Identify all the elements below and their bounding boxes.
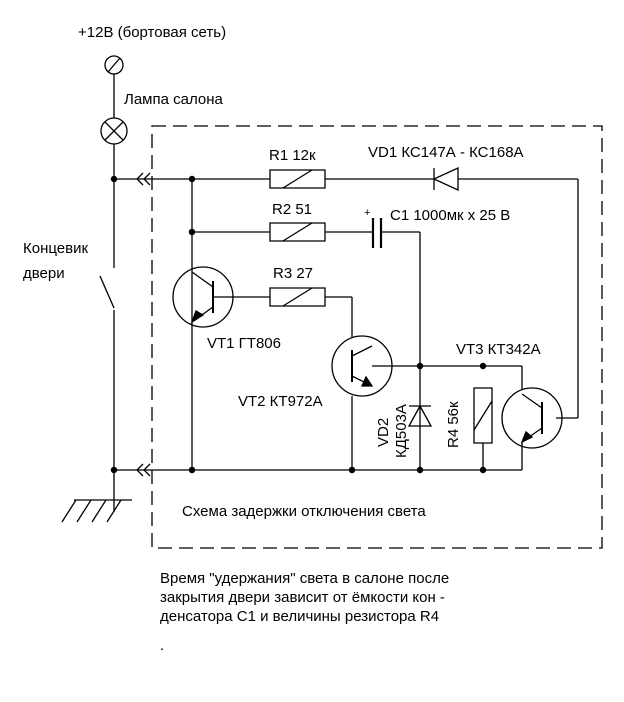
vt3-collector-lead xyxy=(522,394,542,408)
r4-slash xyxy=(474,401,492,430)
ground-hatch-2 xyxy=(77,500,91,522)
vd2-triangle xyxy=(409,406,431,426)
explanation-note: Время "удержания" света в салоне после з… xyxy=(160,570,450,625)
r1-slash xyxy=(283,170,312,188)
vd2-label-line1: VD2 xyxy=(375,417,392,447)
vt2-collector-lead xyxy=(352,346,372,356)
junction-dot xyxy=(480,467,485,472)
vt2-emitter-arrow xyxy=(362,377,372,386)
junction-dot xyxy=(417,363,422,368)
module-caption: Схема задержки отключения света xyxy=(182,503,426,520)
vt3-emitter-arrow xyxy=(522,432,532,442)
note-trailing-dot: . xyxy=(160,637,165,654)
vd1-triangle xyxy=(434,168,458,190)
module-enclosure xyxy=(152,126,602,548)
door-switch-blade xyxy=(100,276,114,308)
ground-hatch-3 xyxy=(92,500,106,522)
vt1-collector-lead xyxy=(192,272,213,287)
c1-label: C1 1000мк х 25 В xyxy=(390,207,511,224)
junction-dot xyxy=(189,176,194,181)
junction-dot xyxy=(480,363,485,368)
r4-label: R4 56к xyxy=(445,401,462,448)
c1-plus-sign: + xyxy=(364,207,371,219)
r3-slash xyxy=(283,288,312,306)
switch-label-line2: двери xyxy=(23,265,65,282)
vt1-label: VT1 ГТ806 xyxy=(207,335,281,352)
r1-label: R1 12к xyxy=(269,147,316,164)
vt3-transistor xyxy=(502,388,562,448)
lamp-cross-b xyxy=(105,122,123,140)
junction-dot xyxy=(417,467,422,472)
r3-label: R3 27 xyxy=(273,265,314,282)
ground-hatch-1 xyxy=(62,500,76,522)
supply-label: +12В (бортовая сеть) xyxy=(78,24,227,41)
r2-slash xyxy=(283,223,312,241)
vd1-label: VD1 КС147А - КС168А xyxy=(368,144,524,161)
junction-dot xyxy=(349,467,354,472)
terminal-slash xyxy=(108,58,120,72)
ground-hatch-4 xyxy=(107,500,121,522)
vd2-label-line2: КД503А xyxy=(393,404,410,458)
vt2-label: VT2 КТ972А xyxy=(238,393,323,410)
vt1-emitter-arrow xyxy=(192,311,203,322)
lamp-label: Лампа салона xyxy=(124,91,223,108)
r2-label: R2 51 xyxy=(272,201,313,218)
switch-label-line1: Концевик xyxy=(23,240,89,257)
vt3-label: VT3 КТ342А xyxy=(456,341,541,358)
junction-dot xyxy=(189,467,194,472)
